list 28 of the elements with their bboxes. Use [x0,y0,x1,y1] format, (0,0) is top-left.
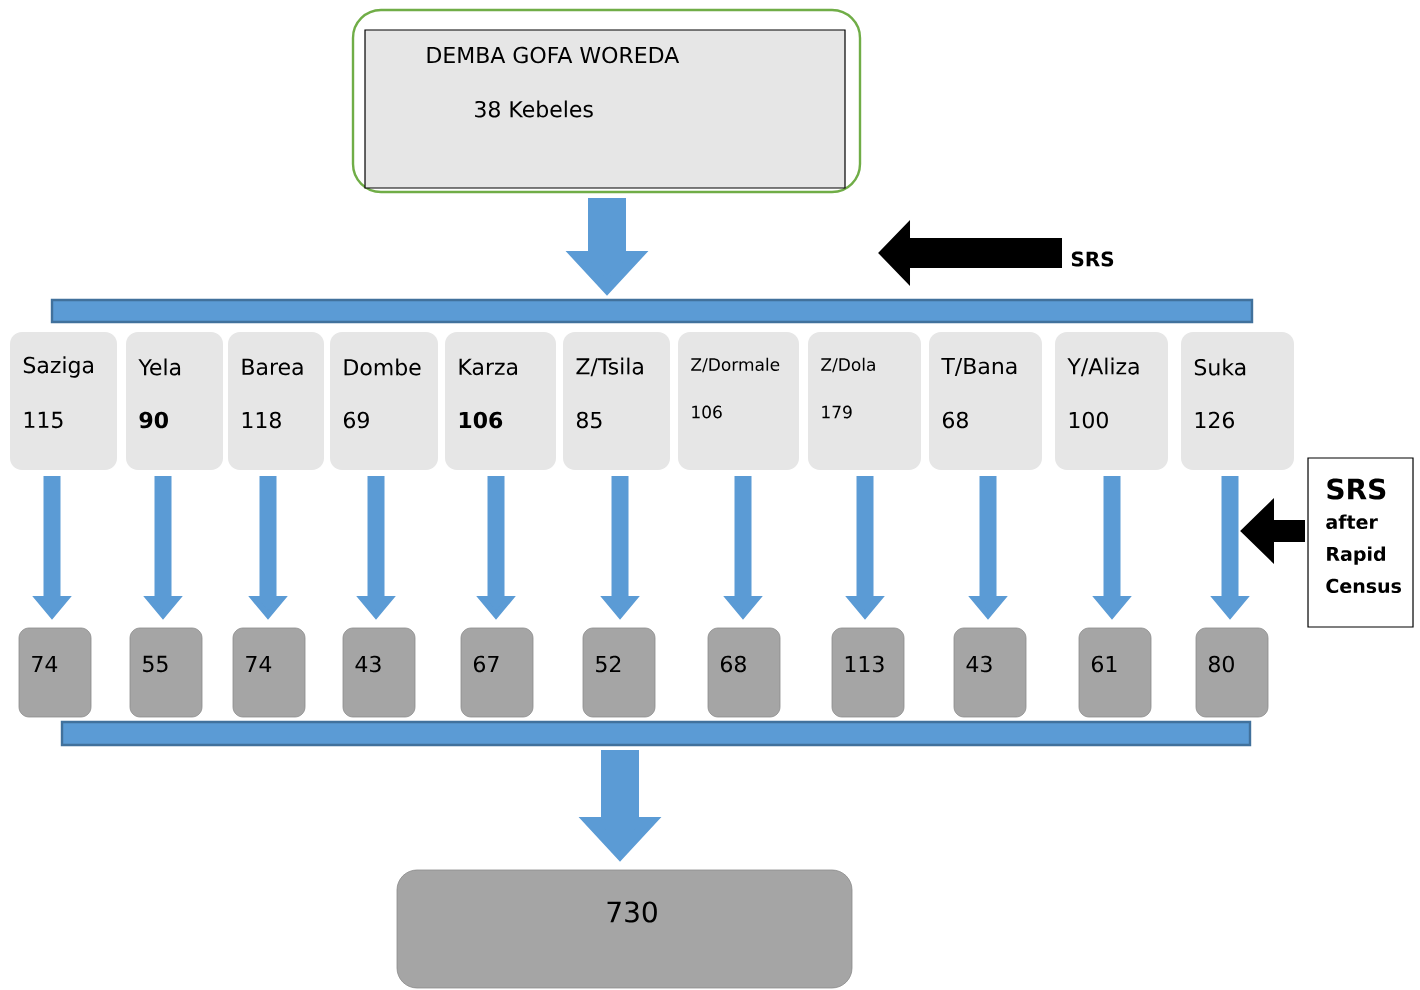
kebele-box: Y/Aliza 100 [1055,332,1168,470]
count-box: 43 [342,627,416,718]
count-box: 67 [460,627,534,718]
kebele-box: Z/Dola 179 [808,332,921,470]
kebele-box: Z/Tsila 85 [563,332,670,470]
kebele-box: Dombe 69 [330,332,438,470]
arrow-label: SRS [1071,251,1114,267]
count-box: 52 [582,627,656,718]
count-box: 113 [831,627,905,718]
count-box: 61 [1078,627,1152,718]
kebele-box: T/Bana 68 [929,332,1042,470]
band [50,298,1254,324]
kebele-box: Barea 118 [228,332,324,470]
title-box: DEMBA GOFA WOREDA 38 Kebeles [351,8,862,194]
note-box: SRS after Rapid Census [1307,457,1414,628]
count-box: 43 [953,627,1027,718]
kebele-box: Yela 90 [126,332,223,470]
band [60,720,1252,747]
count-box: 68 [707,627,781,718]
count-box: 55 [129,627,203,718]
kebele-box: Z/Dormale 106 [678,332,799,470]
kebele-box: Saziga 115 [10,332,117,470]
count-box: 74 [18,627,92,718]
kebele-box: Karza 106 [445,332,556,470]
count-box: 80 [1195,627,1269,718]
kebele-box: Suka 126 [1181,332,1294,470]
total-box: 730 [396,869,853,989]
count-box: 74 [232,627,306,718]
